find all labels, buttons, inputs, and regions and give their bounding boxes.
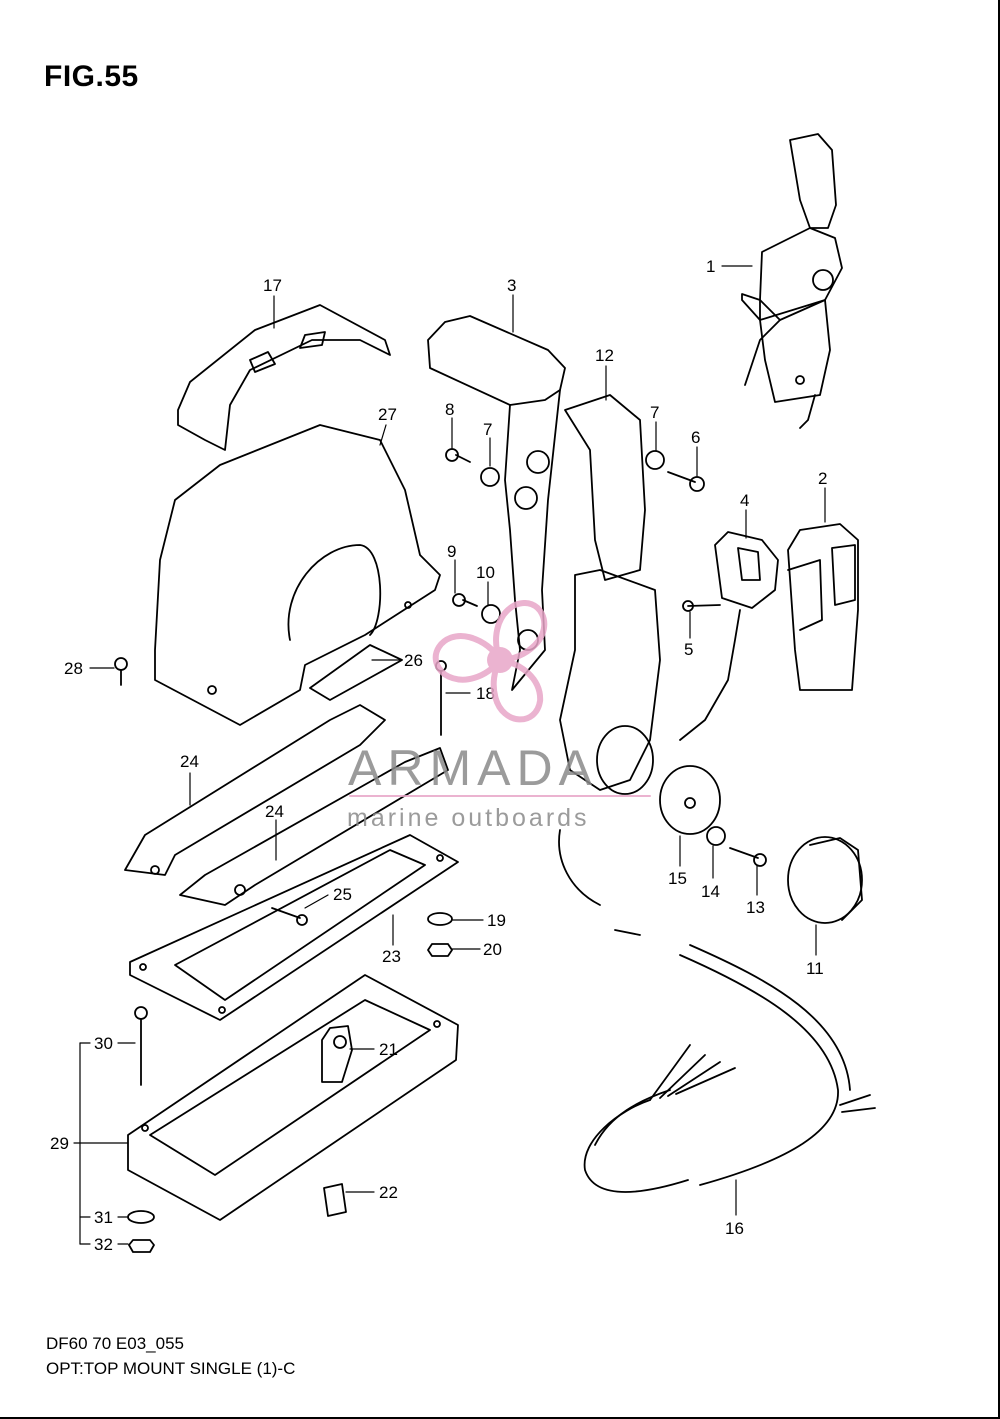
part-bracket-12 [559, 394, 661, 795]
callout-32: 32 [94, 1235, 113, 1254]
callout-26: 26 [404, 651, 423, 670]
callout-7a: 7 [483, 420, 492, 439]
part-washer-31 [127, 1210, 155, 1224]
part-wiring-harness [558, 829, 876, 1193]
callout-21: 21 [379, 1040, 398, 1059]
callout-25: 25 [333, 885, 352, 904]
callout-12: 12 [595, 346, 614, 365]
part-base-29 [127, 974, 459, 1221]
part-neutral-switch [679, 531, 779, 741]
callout-14: 14 [701, 882, 720, 901]
callout-17: 17 [263, 276, 282, 295]
callout-3: 3 [507, 276, 516, 295]
callout-27: 27 [378, 405, 397, 424]
callout-2: 2 [818, 469, 827, 488]
part-washer-7a [480, 467, 500, 487]
callout-19: 19 [487, 911, 506, 930]
part-washer-14 [706, 826, 726, 846]
watermark-tagline: marine outboards [347, 804, 590, 832]
part-screw-13 [729, 847, 767, 867]
callout-8: 8 [445, 400, 454, 419]
part-bolt-8 [445, 448, 471, 463]
figure-title: FIG.55 [44, 60, 139, 93]
figure-description: OPT:TOP MOUNT SINGLE (1)-C [46, 1359, 296, 1378]
part-screw-6 [667, 471, 705, 492]
propeller-logo-icon [432, 600, 548, 723]
callout-6: 6 [691, 428, 700, 447]
part-screw-5 [682, 600, 721, 612]
leader-lines [73, 265, 826, 1245]
callout-7b: 7 [650, 403, 659, 422]
part-long-screw-30 [134, 1006, 148, 1086]
callout-24a: 24 [180, 752, 199, 771]
watermark: ARMADA marine outboards [347, 600, 651, 832]
callout-23: 23 [382, 947, 401, 966]
part-washer-19 [427, 912, 453, 926]
part-screw-28 [114, 657, 128, 686]
callout-28: 28 [64, 659, 83, 678]
part-clip-22 [323, 1183, 347, 1217]
callout-30: 30 [94, 1034, 113, 1053]
part-bracket-21 [321, 1025, 353, 1083]
callout-13: 13 [746, 898, 765, 917]
part-nut-32 [128, 1239, 155, 1253]
figure-code: DF60 70 E03_055 [46, 1334, 184, 1353]
part-bracket-24a [124, 704, 386, 876]
callout-24b: 24 [265, 802, 284, 821]
callout-9: 9 [447, 542, 456, 561]
part-upper-cover [177, 304, 391, 451]
callout-29: 29 [50, 1134, 69, 1153]
part-remote-control-assembly [741, 133, 843, 429]
callout-1: 1 [706, 257, 715, 276]
part-main-cover [154, 424, 441, 726]
callout-22: 22 [379, 1183, 398, 1202]
part-bolt-9 [452, 593, 478, 607]
callout-18: 18 [476, 684, 495, 703]
callout-11: 11 [806, 959, 824, 978]
part-plate-26 [309, 644, 403, 701]
part-bracket-24b [179, 747, 449, 906]
part-washer-7b [645, 450, 665, 470]
part-washer-10 [481, 604, 501, 624]
callout-5: 5 [684, 640, 693, 659]
callout-31: 31 [94, 1208, 113, 1227]
part-cap-11 [787, 836, 863, 924]
part-plate-15 [659, 765, 721, 835]
callout-16: 16 [725, 1219, 744, 1238]
part-handle-grip [787, 523, 859, 691]
part-nut-20 [427, 943, 453, 957]
callout-10: 10 [476, 563, 495, 582]
callout-15: 15 [668, 869, 687, 888]
watermark-brand: ARMADA [348, 740, 598, 796]
callout-4: 4 [740, 491, 749, 510]
callout-20: 20 [483, 940, 502, 959]
part-gasket-23 [129, 834, 459, 1021]
